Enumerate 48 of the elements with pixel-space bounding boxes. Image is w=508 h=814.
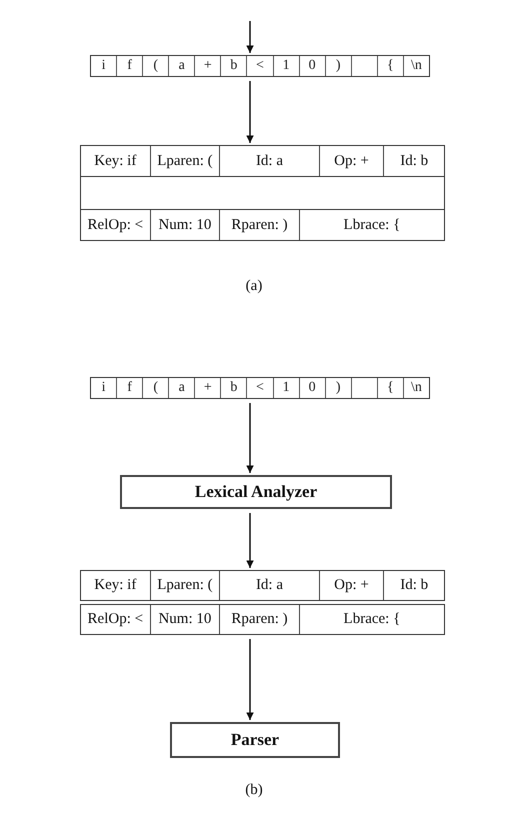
character-cell: f [117,378,144,398]
character-cell: b [221,56,248,76]
character-cell: ) [326,56,352,76]
token-cell: RelOp: < [81,605,151,634]
character-cell: i [91,56,118,76]
character-cell: < [247,378,274,398]
character-cell: ( [143,56,170,76]
token-cell: Id: a [220,571,320,600]
figure-label: (a) [246,278,262,295]
character-cell: i [91,378,118,398]
token-cell-text: Id: b [399,576,430,595]
token-cell: Num: 10 [150,605,220,634]
character-cell: a [169,56,196,76]
character-strip [90,377,430,399]
process-box: Parser [170,722,340,758]
token-cell-text: Lbrace: { [342,610,402,629]
character-cell: ) [326,378,352,398]
figure-label: (b) [245,782,263,799]
token-cell: Op: + [320,146,384,176]
character-cell: 1 [274,378,300,398]
token-cell-text: Lbrace: { [342,216,402,234]
character-cell: + [195,56,222,76]
token-cell: RelOp: < [81,210,151,240]
character-cell: 0 [300,56,326,76]
token-cell: Key: if [81,571,151,600]
character-cell: f [117,56,144,76]
character-cell: { [378,378,404,398]
character-cell-text: \n [410,57,423,75]
token-cell: Lparen: ( [150,571,220,600]
token-cell: Lparen: ( [150,146,220,176]
character-cell: + [195,378,222,398]
character-strip [90,55,430,77]
token-cell: Rparen: ) [220,605,300,634]
character-cell: 1 [274,56,300,76]
token-cell: Rparen: ) [220,210,300,240]
character-cell: < [247,56,274,76]
token-cell: Op: + [320,571,384,600]
process-box: Lexical Analyzer [120,475,392,509]
token-cell: Key: if [81,146,151,176]
token-cell: Num: 10 [150,210,220,240]
character-cell: 0 [300,378,326,398]
character-cell: ( [143,378,170,398]
character-cell: b [221,378,248,398]
token-cell-text: Id: b [399,152,430,170]
character-cell: a [169,378,196,398]
character-cell-text: \n [410,379,423,397]
token-cell: Id: a [220,146,320,176]
character-cell: { [378,56,404,76]
